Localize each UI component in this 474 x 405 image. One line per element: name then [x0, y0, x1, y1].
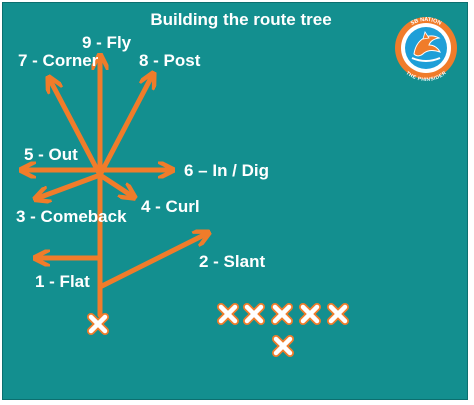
diagram-title: Building the route tree	[150, 10, 331, 29]
formation-x-mark-icon	[303, 307, 317, 321]
route-label-corner: 7 - Corner	[18, 51, 99, 70]
route-label-slant: 2 - Slant	[199, 252, 265, 271]
route-comeback	[38, 172, 103, 198]
svg-text:SB NATION: SB NATION	[410, 17, 442, 27]
formation-x-mark-icon	[247, 307, 261, 321]
route-flat	[38, 258, 103, 262]
route-curl	[97, 172, 132, 196]
route-corner	[50, 80, 103, 178]
route-label-out: 5 - Out	[24, 145, 78, 164]
route-label-in-dig: 6 – In / Dig	[184, 161, 269, 180]
formation-x-mark-icon	[276, 339, 290, 353]
route-label-post: 8 - Post	[139, 51, 201, 70]
dolphin-logo-icon: SB NATION THE PHINSIDER	[395, 17, 457, 83]
route-label-flat: 1 - Flat	[35, 272, 90, 291]
route-post	[97, 76, 152, 178]
route-label-fly: 9 - Fly	[82, 33, 132, 52]
route-label-curl: 4 - Curl	[141, 197, 200, 216]
route-label-comeback: 3 - Comeback	[16, 207, 127, 226]
logo-top-text: SB NATION	[410, 17, 442, 27]
formation-x-mark-icon	[221, 307, 235, 321]
formation-x-mark-icon	[331, 307, 345, 321]
receiver-x-mark-icon	[91, 317, 105, 331]
formation-x-mark-icon	[275, 307, 289, 321]
field-background	[2, 2, 468, 400]
route-slant	[97, 234, 206, 290]
